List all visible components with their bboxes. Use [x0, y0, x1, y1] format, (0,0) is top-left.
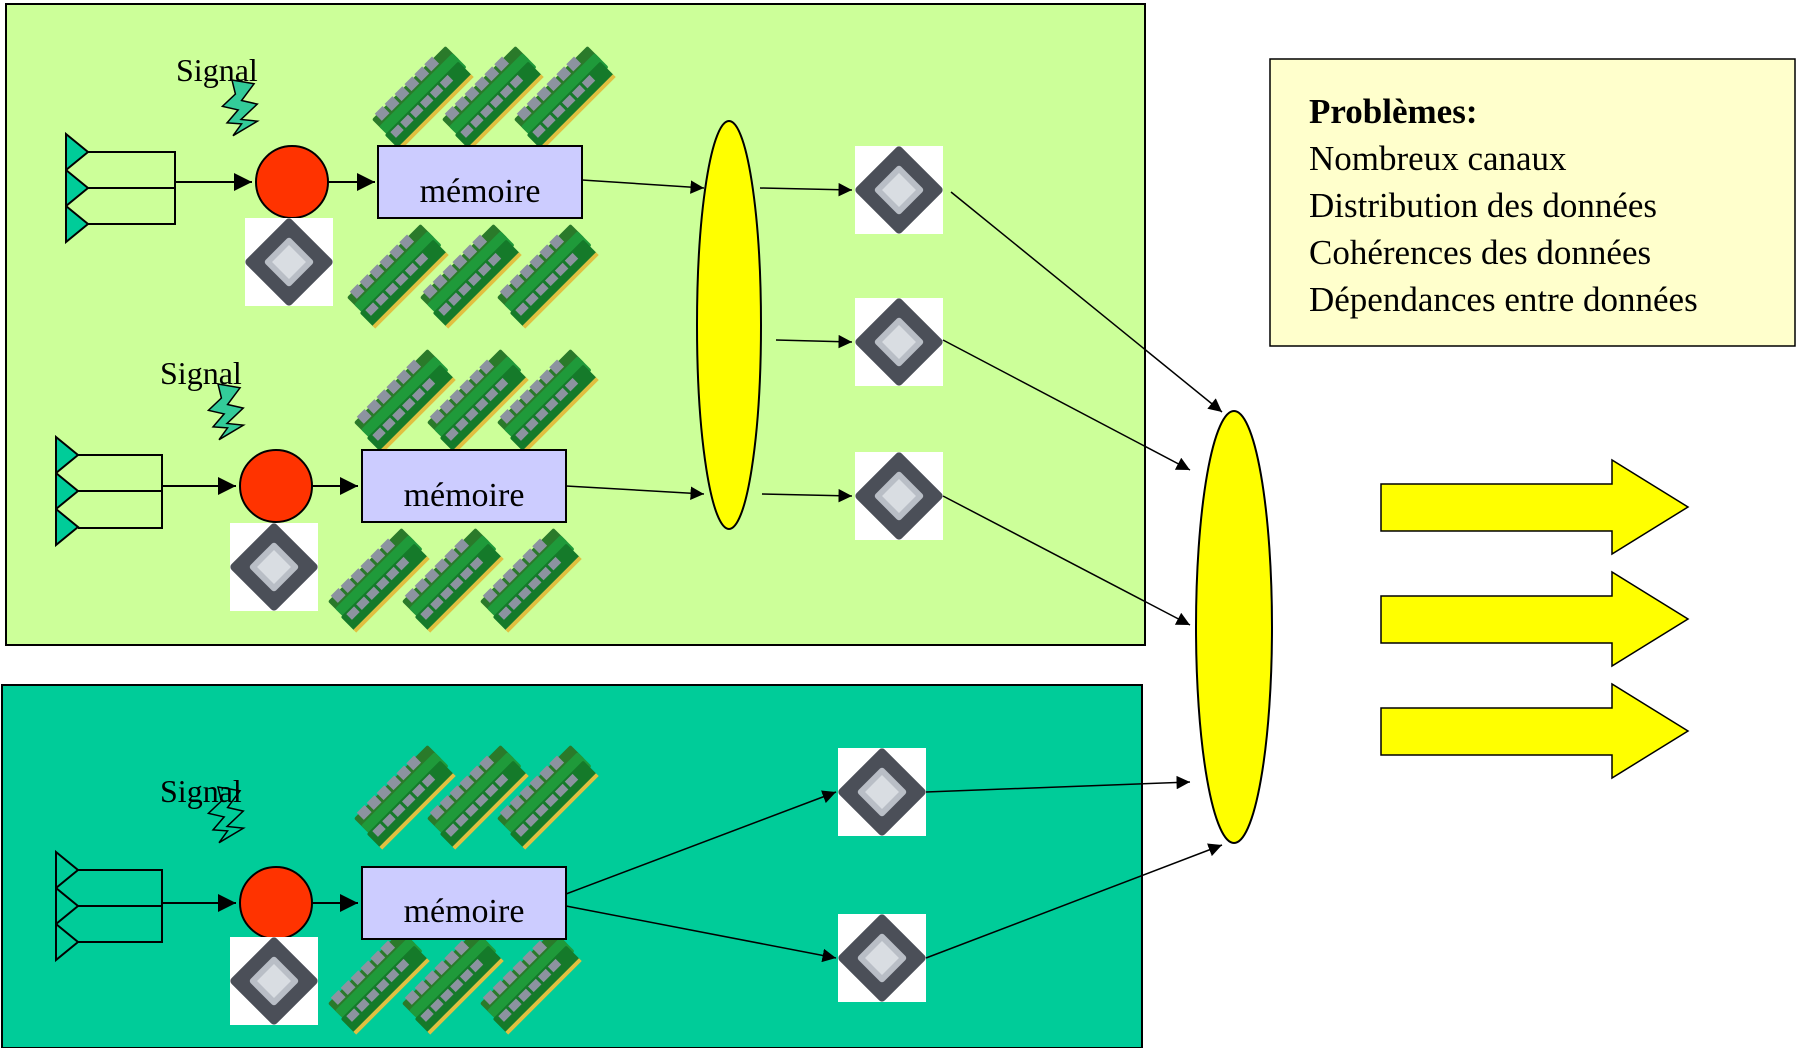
cpu-chip-icon	[836, 912, 928, 1004]
problem-item: Nombreux canaux	[1309, 139, 1567, 178]
cpu-chip-icon	[836, 746, 928, 838]
memory-label: mémoire	[404, 477, 525, 514]
cpu-chip-icon	[228, 935, 320, 1027]
chain-3: mémoire Signal	[55, 743, 601, 1035]
adc-circle	[255, 145, 329, 219]
bottom-panel	[1, 684, 1143, 1048]
signal-label: Signal	[176, 52, 258, 88]
fat-arrow-icon	[1380, 570, 1690, 668]
memory-box	[377, 145, 583, 219]
cpu-chip-icon	[853, 450, 945, 542]
problems-title: Problèmes:	[1309, 92, 1477, 131]
problem-item: Distribution des données	[1309, 186, 1657, 225]
memory-box	[361, 449, 567, 523]
cpu-chip-icon	[243, 216, 335, 308]
fat-arrow-icon	[1380, 458, 1690, 556]
aggregation-bus	[1195, 410, 1273, 844]
cpu-chip-icon	[853, 144, 945, 236]
problems-box: Problèmes: Nombreux canaux Distribution …	[1269, 58, 1796, 347]
cpu-chip-icon	[228, 521, 320, 613]
chain-1: mémoire Signal	[65, 44, 618, 329]
problem-item: Cohérences des données	[1309, 233, 1651, 272]
memory-label: mémoire	[420, 173, 541, 210]
fat-arrow-icon	[1380, 682, 1690, 780]
cpu-chip-icon	[853, 296, 945, 388]
signal-label: Signal	[160, 355, 242, 391]
adc-circle	[239, 449, 313, 523]
chain-2: mémoire Signal	[55, 347, 601, 633]
distribution-bus	[696, 120, 762, 530]
memory-box	[361, 866, 567, 940]
problem-item: Dépendances entre données	[1309, 280, 1698, 319]
antenna-triangle-icon	[65, 133, 89, 243]
antenna-triangle-icon	[55, 849, 80, 963]
antenna-triangle-icon	[55, 436, 79, 546]
adc-circle	[239, 866, 313, 940]
signal-label: Signal	[160, 773, 242, 809]
memory-label: mémoire	[404, 893, 525, 930]
